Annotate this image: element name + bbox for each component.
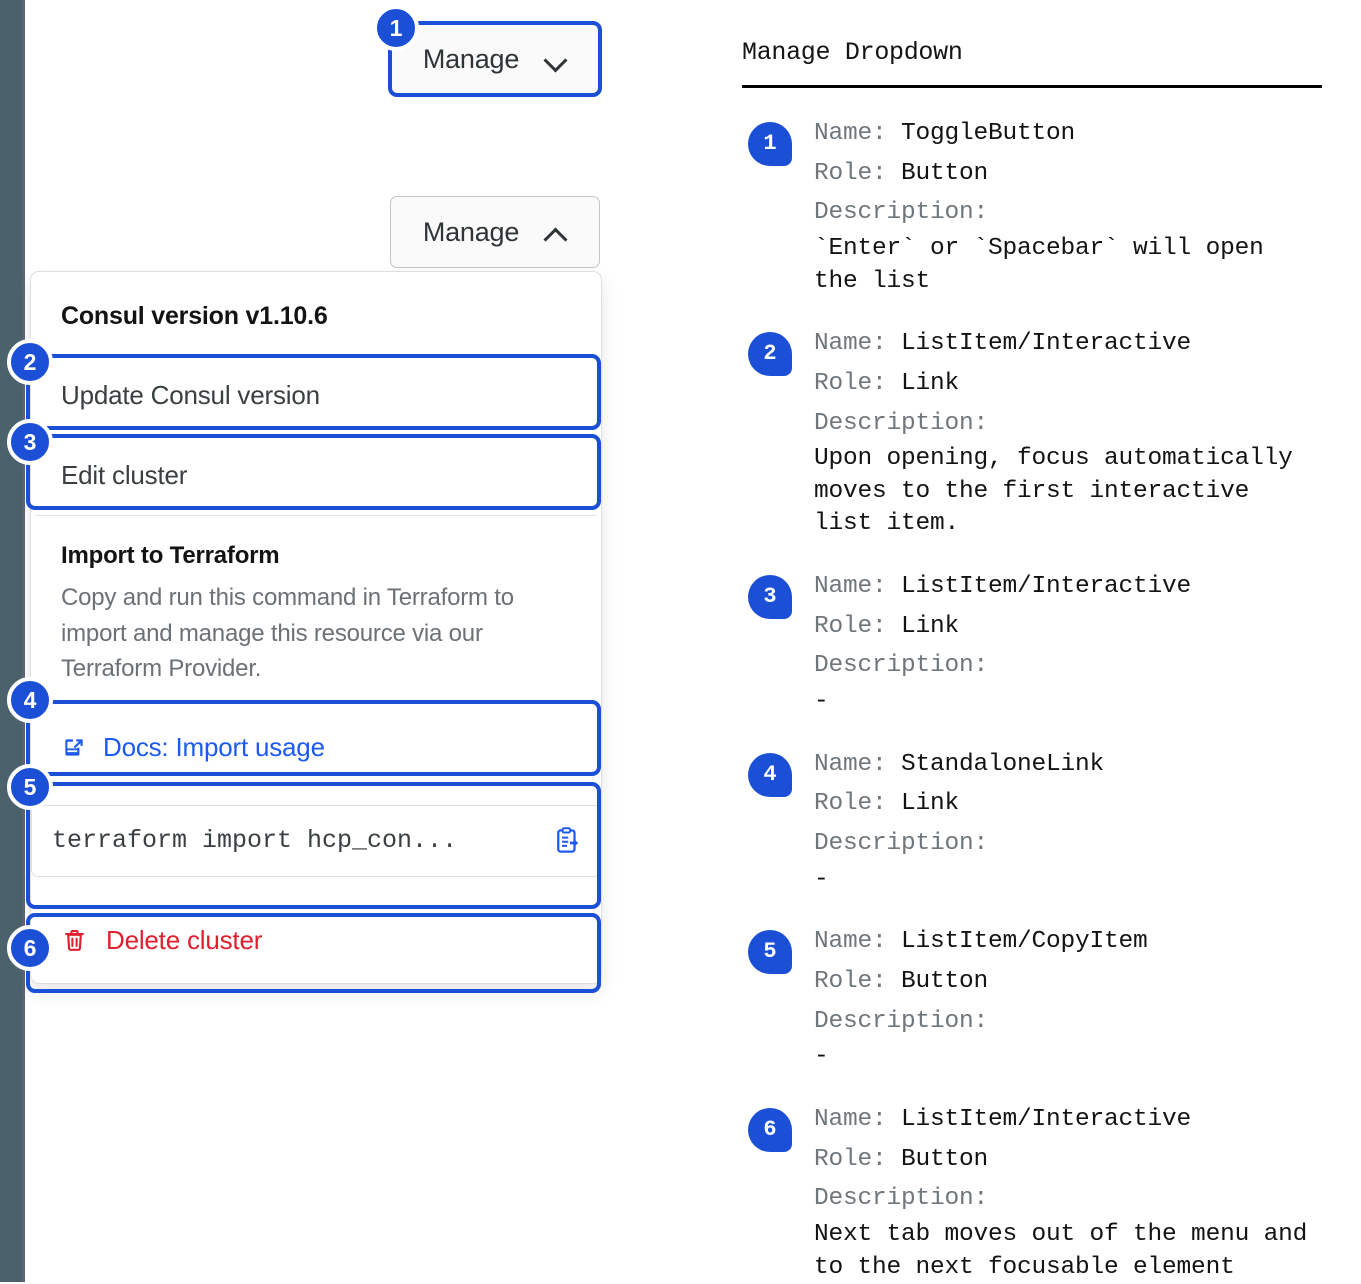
left-sidebar-rail	[0, 0, 25, 1282]
legend-name-row: Name: ListItem/CopyItem	[814, 922, 1322, 962]
legend-role-row: Role: Link	[814, 784, 1322, 824]
legend-description-label: Description:	[814, 1185, 989, 1213]
menu-item-docs-import-usage[interactable]: Docs: Import usage	[61, 709, 571, 787]
dropdown-demo-column: Manage 1 Manage Consul version v1.10.6 U…	[0, 0, 700, 1282]
import-terraform-heading: Import to Terraform	[61, 542, 280, 569]
legend-role-value: Link	[901, 790, 960, 818]
legend-name-row-label: Name:	[814, 120, 902, 147]
legend-role-row: Role: Button	[814, 962, 1322, 1002]
legend-name-value: ListItem/Interactive	[901, 330, 1192, 358]
legend-badge: 3	[748, 575, 792, 620]
legend-name-value: StandaloneLink	[901, 750, 1105, 778]
annotation-badge-5: 5	[7, 764, 53, 810]
legend-name-row: Name: ListItem/Interactive	[814, 324, 1322, 364]
legend-name-row-label: Name:	[814, 330, 902, 358]
legend-description-label: Description:	[814, 652, 989, 680]
legend-role-row: Role: Link	[814, 364, 1322, 404]
manage-toggle-button-closed[interactable]: Manage	[390, 23, 600, 95]
legend-role-row-label: Role:	[814, 612, 902, 640]
legend-badge: 1	[748, 122, 792, 166]
manage-toggle-label-open: Manage	[422, 216, 520, 247]
legend-role-value: Button	[901, 967, 989, 995]
legend-title: Manage Dropdown	[742, 38, 963, 67]
manage-toggle-label: Manage	[422, 43, 520, 74]
legend-name-value: ToggleButton	[901, 120, 1076, 147]
chevron-down-icon	[545, 48, 567, 70]
import-terraform-description: Copy and run this command in Terraform t…	[61, 584, 514, 683]
terraform-command-copy-field[interactable]: terraform import hcp_con...	[31, 804, 601, 877]
terraform-command-text: terraform import hcp_con...	[52, 826, 458, 856]
menu-item-delete-cluster[interactable]: Delete cluster	[61, 899, 571, 983]
annotation-badge-6: 6	[7, 925, 53, 971]
legend-badge: 4	[748, 752, 792, 797]
legend-role-row-label: Role:	[814, 790, 902, 818]
manage-toggle-button-open[interactable]: Manage	[390, 196, 600, 268]
delete-cluster-label: Delete cluster	[106, 925, 263, 956]
legend-role-row: Role: Button	[814, 154, 1322, 194]
legend-role-value: Button	[901, 159, 989, 187]
legend-name-value: ListItem/CopyItem	[901, 928, 1148, 956]
annotation-badge-2: 2	[7, 339, 53, 385]
menu-item-update-consul-version[interactable]: Update Consul version	[61, 379, 320, 410]
legend-role-row-label: Role:	[814, 967, 902, 995]
legend-role-row: Role: Link	[814, 607, 1322, 647]
legend-description-value: -	[814, 865, 829, 893]
legend-role-row-label: Role:	[814, 369, 902, 397]
legend-name-row-label: Name:	[814, 1105, 902, 1133]
legend-description-label: Description:	[814, 409, 989, 437]
legend-name-row: Name: ToggleButton	[814, 114, 1322, 154]
legend-role-row: Role: Button	[814, 1140, 1322, 1180]
legend-description-label: Description:	[814, 199, 989, 227]
legend-badge: 2	[748, 332, 792, 377]
legend-role-row-label: Role:	[814, 159, 902, 187]
legend-description-value: `Enter` or `Spacebar` will open the list	[814, 235, 1264, 295]
legend-name-row-label: Name:	[814, 928, 902, 956]
legend-description-value: Upon opening, focus automatically moves …	[814, 445, 1293, 538]
legend-name-row: Name: StandaloneLink	[814, 745, 1322, 785]
legend-name-row: Name: ListItem/Interactive	[814, 1100, 1322, 1140]
legend-name-row-label: Name:	[814, 750, 902, 778]
legend-badge: 5	[748, 930, 792, 975]
legend-description-value: -	[814, 688, 829, 716]
legend-description-label: Description:	[814, 1007, 989, 1035]
legend-name-value: ListItem/Interactive	[901, 573, 1192, 601]
menu-item-edit-cluster[interactable]: Edit cluster	[61, 459, 188, 490]
chevron-up-icon	[545, 221, 567, 243]
legend-name-value: ListItem/Interactive	[901, 1105, 1192, 1133]
legend-description-label: Description:	[814, 830, 989, 858]
manage-dropdown-menu: Consul version v1.10.6 Update Consul ver…	[30, 271, 602, 984]
consul-version-heading: Consul version v1.10.6	[61, 302, 328, 330]
legend-role-value: Link	[901, 369, 960, 397]
legend-name-row: Name: ListItem/Interactive	[814, 567, 1322, 607]
docs-external-link-icon	[61, 735, 87, 761]
legend-role-value: Link	[901, 612, 960, 640]
legend-role-row-label: Role:	[814, 1145, 902, 1173]
legend-role-value: Button	[901, 1145, 989, 1173]
annotation-badge-1: 1	[373, 5, 419, 51]
trash-icon	[61, 927, 88, 954]
annotation-badge-3: 3	[7, 419, 53, 465]
legend-badge: 6	[748, 1107, 792, 1152]
legend-description-value: Next tab moves out of the menu and to th…	[814, 1221, 1308, 1281]
menu-divider	[35, 515, 597, 516]
legend-rule	[742, 85, 1322, 88]
legend-name-row-label: Name:	[814, 573, 902, 601]
clipboard-copy-icon[interactable]	[552, 826, 582, 856]
annotation-badge-4: 4	[7, 677, 53, 723]
docs-import-usage-label: Docs: Import usage	[103, 732, 325, 763]
legend-description-value: -	[814, 1043, 829, 1071]
